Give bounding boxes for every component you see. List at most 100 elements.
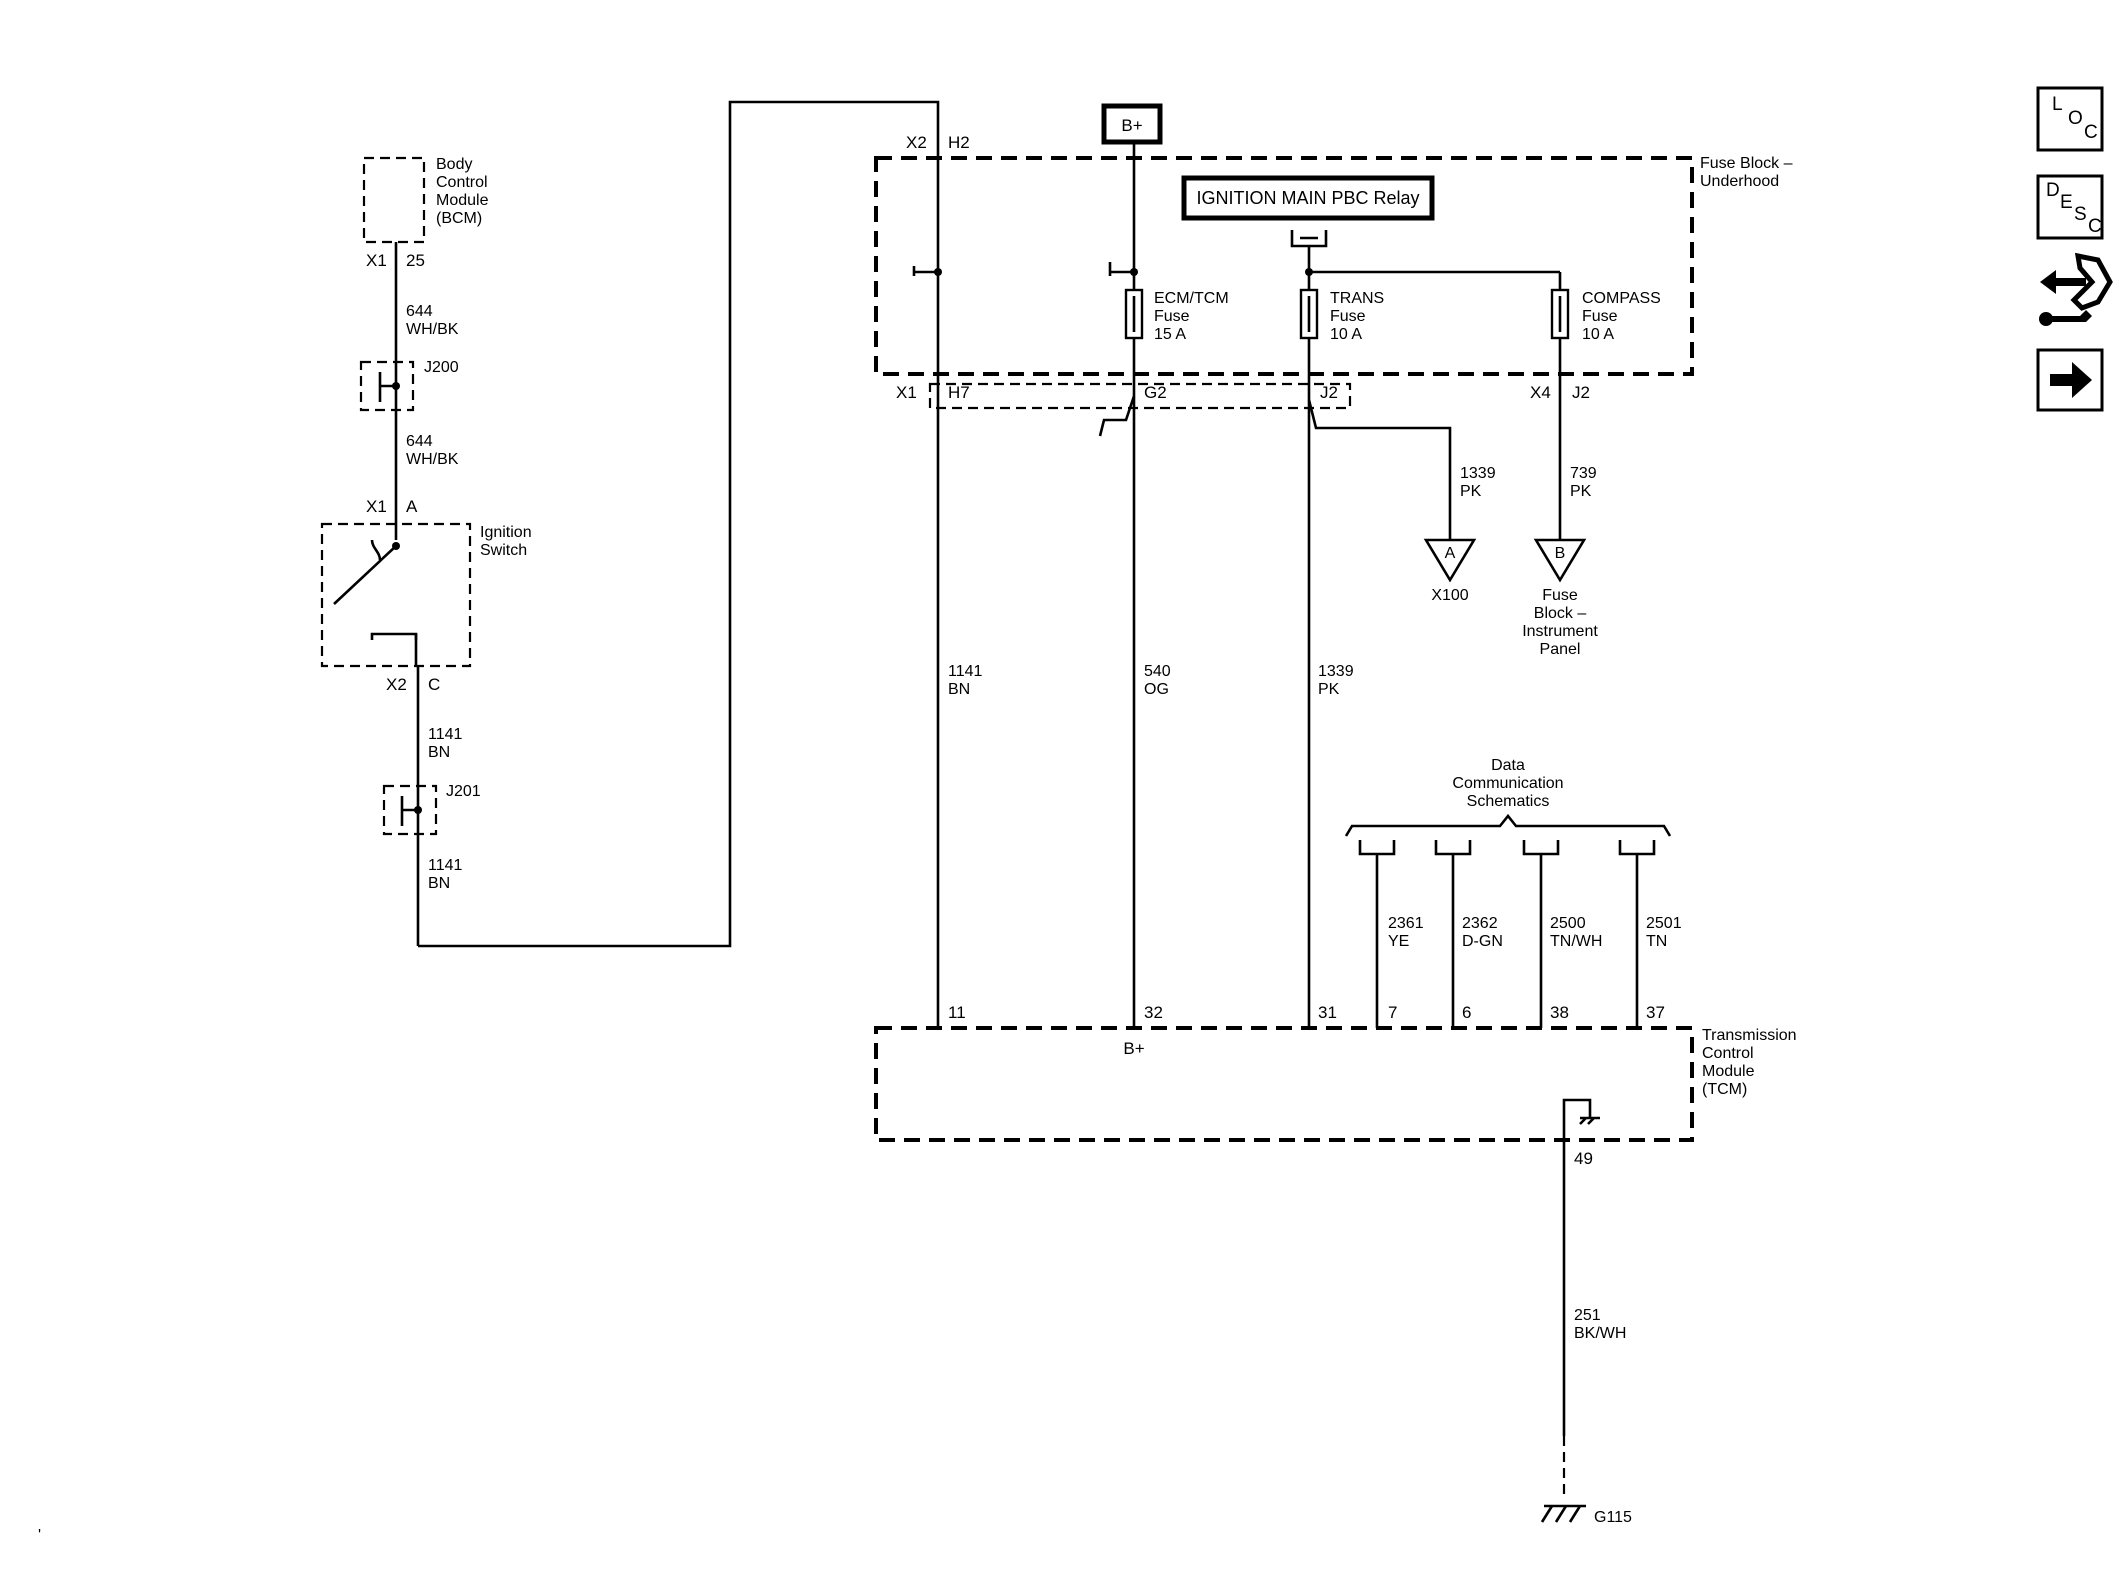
svg-text:25: 25 — [406, 251, 425, 270]
svg-text:251: 251 — [1574, 1307, 1601, 1324]
svg-text:BK/WH: BK/WH — [1574, 1325, 1626, 1342]
svg-text:B: B — [1555, 545, 1566, 562]
svg-text:Fuse Block –: Fuse Block – — [1700, 155, 1793, 172]
svg-text:IGNITION MAIN PBC Relay: IGNITION MAIN PBC Relay — [1196, 188, 1419, 208]
svg-text:Fuse: Fuse — [1542, 587, 1578, 604]
svg-text:32: 32 — [1144, 1003, 1163, 1022]
svg-text:X4: X4 — [1530, 383, 1551, 402]
svg-text:2500: 2500 — [1550, 915, 1586, 932]
svg-text:COMPASS: COMPASS — [1582, 290, 1661, 307]
svg-text:D: D — [2046, 180, 2060, 201]
svg-text:S: S — [2074, 204, 2087, 225]
svg-text:BN: BN — [428, 744, 450, 761]
svg-text:OG: OG — [1144, 681, 1169, 698]
fuse-trans: TRANS Fuse 10 A — [1299, 288, 1384, 343]
svg-text:Transmission: Transmission — [1702, 1027, 1797, 1044]
svg-text:Module: Module — [436, 192, 489, 209]
svg-text:A: A — [1445, 545, 1456, 562]
svg-text:644: 644 — [406, 433, 433, 450]
svg-text:10 A: 10 A — [1330, 326, 1362, 343]
svg-text:C: C — [2088, 216, 2102, 237]
svg-text:PK: PK — [1318, 681, 1340, 698]
svg-text:49: 49 — [1574, 1149, 1593, 1168]
ecm-bend — [1098, 395, 1136, 437]
svg-text:X2: X2 — [386, 675, 407, 694]
bcm-module: Body Control Module (BCM) X1 25 — [362, 156, 489, 270]
wire-1339-x100 — [1307, 399, 1452, 540]
svg-text:Module: Module — [1702, 1063, 1755, 1080]
svg-text:C: C — [2084, 122, 2098, 143]
splice-j200: J200 — [359, 359, 459, 412]
svg-text:2362: 2362 — [1462, 915, 1498, 932]
svg-text:Ignition: Ignition — [480, 524, 532, 541]
svg-text:(BCM): (BCM) — [436, 210, 482, 227]
svg-text:2361: 2361 — [1388, 915, 1424, 932]
svg-text:Instrument: Instrument — [1522, 623, 1598, 640]
svg-text:J2: J2 — [1572, 383, 1590, 402]
svg-text:B+: B+ — [1121, 116, 1142, 135]
svg-text:TN/WH: TN/WH — [1550, 933, 1602, 950]
svg-text:10 A: 10 A — [1582, 326, 1614, 343]
svg-text:644: 644 — [406, 303, 433, 320]
svg-text:Panel: Panel — [1540, 641, 1581, 658]
ecm-fuse-branch — [1108, 262, 1134, 276]
data-communication-bracket: Data Communication Schematics — [1344, 757, 1672, 856]
svg-text:Control: Control — [436, 174, 488, 191]
svg-text:BN: BN — [948, 681, 970, 698]
offpage-connector-a: A X100 — [1423, 538, 1477, 604]
svg-text:7: 7 — [1388, 1003, 1397, 1022]
svg-text:WH/BK: WH/BK — [406, 451, 459, 468]
svg-text:E: E — [2060, 192, 2073, 213]
svg-text:PK: PK — [1570, 483, 1592, 500]
svg-text:TRANS: TRANS — [1330, 290, 1384, 307]
svg-text:J201: J201 — [446, 783, 481, 800]
svg-text:WH/BK: WH/BK — [406, 321, 459, 338]
svg-text:B+: B+ — [1123, 1039, 1144, 1058]
svg-text:Switch: Switch — [480, 542, 527, 559]
svg-text:6: 6 — [1462, 1003, 1471, 1022]
offpage-connector-b: B Fuse Block – Instrument Panel — [1522, 538, 1598, 658]
svg-text:PK: PK — [1460, 483, 1482, 500]
location-button[interactable]: L O C — [2036, 86, 2104, 152]
connector-tools-icon[interactable] — [2039, 252, 2113, 326]
svg-text:Underhood: Underhood — [1700, 173, 1779, 190]
svg-text:Block –: Block – — [1534, 605, 1587, 622]
wire-1141-loop — [418, 100, 940, 1028]
svg-text:H7: H7 — [948, 383, 970, 402]
ignition-main-relay: IGNITION MAIN PBC Relay — [1181, 175, 1435, 276]
svg-text:O: O — [2068, 108, 2083, 129]
svg-text:ECM/TCM: ECM/TCM — [1154, 290, 1229, 307]
svg-text:37: 37 — [1646, 1003, 1665, 1022]
ignition-switch: X1 A Ignition Switch X2 C — [320, 497, 532, 694]
svg-text:(TCM): (TCM) — [1702, 1081, 1747, 1098]
splice-j201: J201 — [382, 783, 481, 836]
svg-text:': ' — [38, 1527, 41, 1544]
svg-text:C: C — [428, 675, 440, 694]
svg-text:1141: 1141 — [428, 857, 463, 874]
svg-text:31: 31 — [1318, 1003, 1337, 1022]
svg-text:TN: TN — [1646, 933, 1667, 950]
fuse-block-underhood: Fuse Block – Underhood X2 H2 X1 H7 G2 J2… — [874, 133, 1793, 410]
svg-text:15 A: 15 A — [1154, 326, 1186, 343]
right-arrow-icon — [2050, 362, 2092, 398]
svg-text:BN: BN — [428, 875, 450, 892]
svg-text:11: 11 — [948, 1003, 966, 1022]
svg-text:J2: J2 — [1320, 383, 1338, 402]
svg-text:X2: X2 — [906, 133, 927, 152]
description-button[interactable]: D E S C — [2036, 174, 2104, 240]
svg-text:Fuse: Fuse — [1582, 308, 1618, 325]
svg-text:A: A — [406, 497, 418, 516]
svg-text:L: L — [2052, 94, 2063, 115]
svg-text:X1: X1 — [366, 251, 387, 270]
svg-text:1339: 1339 — [1318, 663, 1354, 680]
tcm-module: 11 32 31 7 6 38 37 B+ Transmission Contr… — [874, 1003, 1797, 1168]
svg-text:739: 739 — [1570, 465, 1597, 482]
svg-text:X1: X1 — [366, 497, 387, 516]
svg-text:1339: 1339 — [1460, 465, 1496, 482]
svg-text:1141: 1141 — [948, 663, 983, 680]
svg-text:Data: Data — [1491, 757, 1525, 774]
next-page-button[interactable] — [2036, 348, 2104, 412]
svg-text:Communication: Communication — [1452, 775, 1563, 792]
svg-text:Fuse: Fuse — [1330, 308, 1366, 325]
